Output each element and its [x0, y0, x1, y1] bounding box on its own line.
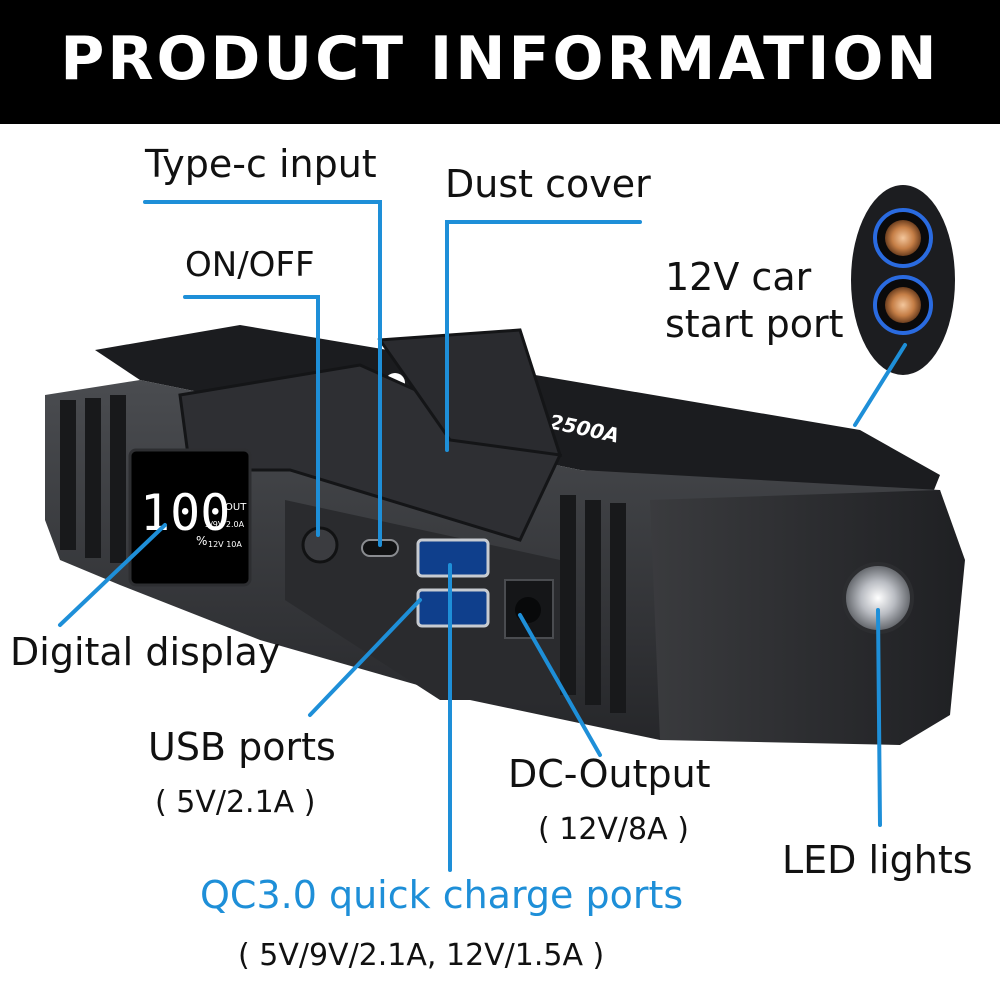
callout-line-type-c [143, 200, 382, 547]
callout-lines [58, 200, 907, 872]
display-dc: 12V 10A [208, 540, 242, 549]
label-dc-output-spec: ( 12V/8A ) [538, 812, 689, 847]
label-led-lights: LED lights [782, 838, 973, 882]
label-qc-ports-spec: ( 5V/9V/2.1A, 12V/1.5A ) [238, 938, 605, 973]
usb-port-1 [416, 538, 490, 578]
callout-line-usb [308, 598, 422, 717]
label-qc-ports: QC3.0 quick charge ports [200, 873, 684, 917]
page-title: PRODUCT INFORMATION [60, 24, 940, 94]
callout-line-dust-cover [445, 220, 642, 452]
callout-line-led [876, 608, 882, 827]
header-bar: PRODUCT INFORMATION [0, 0, 1000, 124]
label-type-c-input: Type-c input [145, 142, 377, 186]
left-vents [60, 395, 126, 563]
label-car-port-line1: 12V car [665, 255, 812, 299]
callout-line-on-off [183, 295, 320, 537]
label-dust-cover: Dust cover [445, 162, 651, 206]
label-usb-ports-spec: ( 5V/2.1A ) [155, 785, 316, 820]
display-usb: 5/9V 2.0A [205, 520, 245, 529]
label-on-off: ON/OFF [185, 245, 315, 285]
device-side-block [650, 490, 965, 745]
display-out: OUT [225, 502, 247, 513]
label-usb-ports: USB ports [148, 725, 336, 769]
label-digital-display: Digital display [10, 630, 281, 674]
label-dc-output: DC-Output [508, 752, 711, 796]
callout-line-car-port [853, 343, 907, 427]
right-vents [560, 495, 626, 713]
display-percent: % [196, 534, 207, 548]
label-car-port-line2: start port [665, 302, 844, 346]
usb-port-2 [416, 588, 490, 628]
callout-line-dc [518, 613, 602, 757]
digital-display-screen [128, 448, 252, 587]
callout-line-display [58, 523, 167, 627]
